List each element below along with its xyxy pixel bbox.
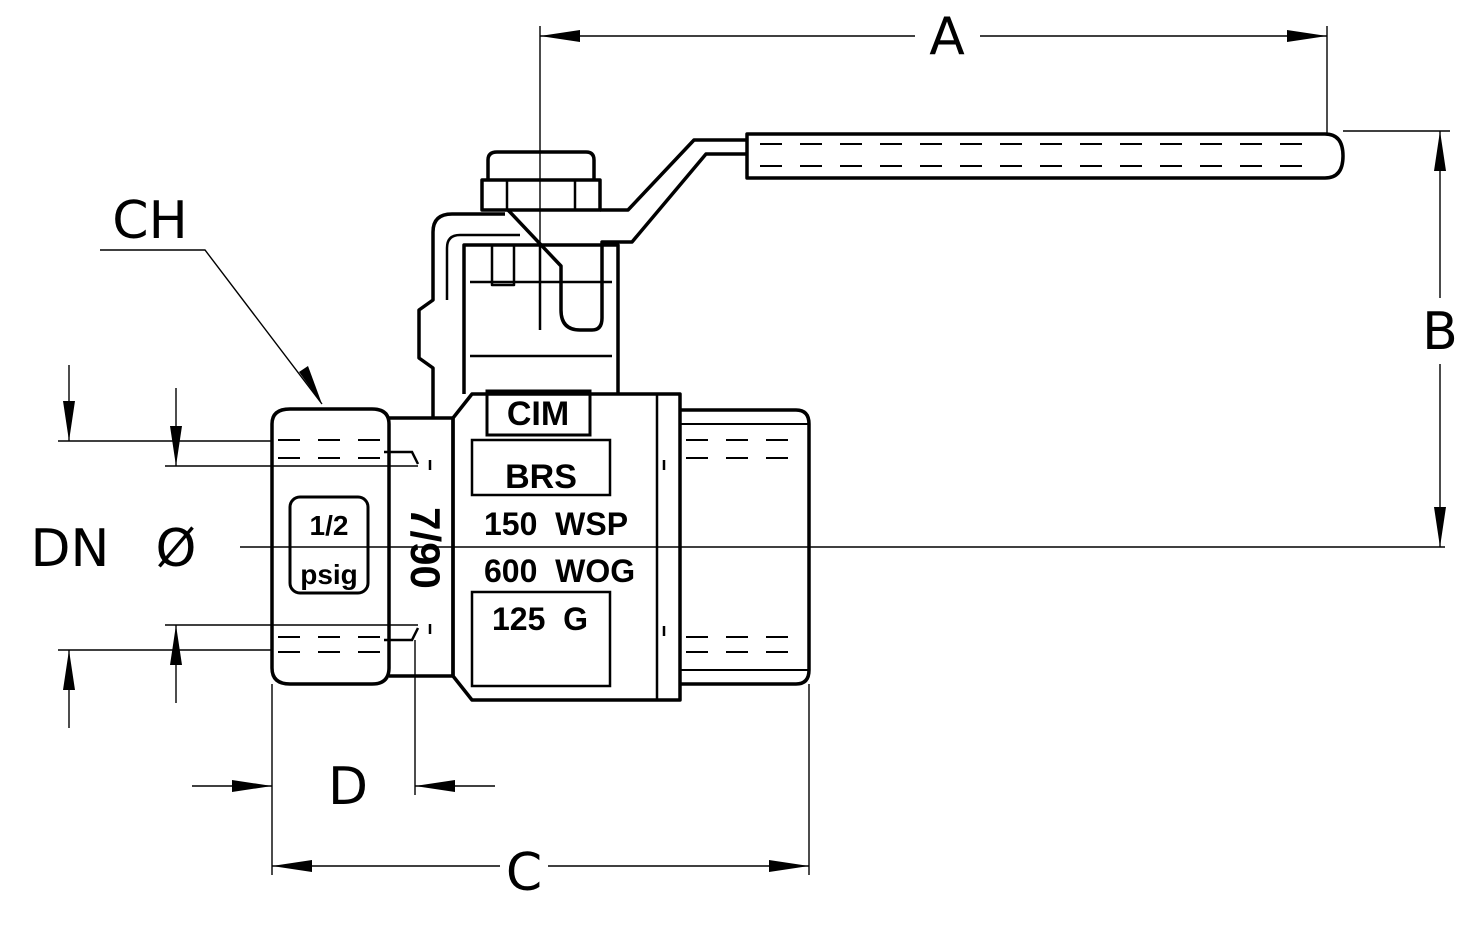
left-hex-nut: [270, 407, 391, 686]
hidden-lines: [278, 143, 1320, 653]
size-label-top: 1/2: [310, 510, 349, 541]
dim-label-dn: DN: [31, 519, 110, 579]
size-label-bottom: psig: [300, 559, 358, 590]
marking-wog: 600 WOG: [484, 553, 635, 589]
valve-body: [270, 132, 1345, 702]
marking-panels: [288, 389, 612, 688]
marking-g: 125 G: [492, 601, 588, 637]
stem-cap: [486, 150, 596, 180]
dimension-arrows: [63, 30, 1446, 872]
dim-label-diameter: Ø: [156, 519, 197, 579]
lever-strap: [417, 212, 505, 418]
model-marking: 7/90: [402, 507, 449, 589]
dim-label-ch: CH: [112, 191, 187, 251]
stem-hex-nut: [480, 178, 602, 212]
dim-label-b: B: [1422, 302, 1458, 362]
dim-label-d: D: [328, 757, 368, 817]
dim-label-c: C: [506, 843, 542, 903]
dim-label-a: A: [929, 7, 965, 67]
body-neck: [389, 416, 453, 678]
brand-logo-box: [485, 389, 592, 437]
size-label-box: [288, 495, 370, 595]
brand-logo: CIM: [507, 395, 569, 433]
marking-material: BRS: [505, 458, 577, 496]
lever-grip: [745, 132, 1345, 180]
marking-wsp: 150 WSP: [484, 506, 628, 542]
lever-arm: [506, 152, 747, 332]
dimension-lines: [58, 26, 1450, 875]
